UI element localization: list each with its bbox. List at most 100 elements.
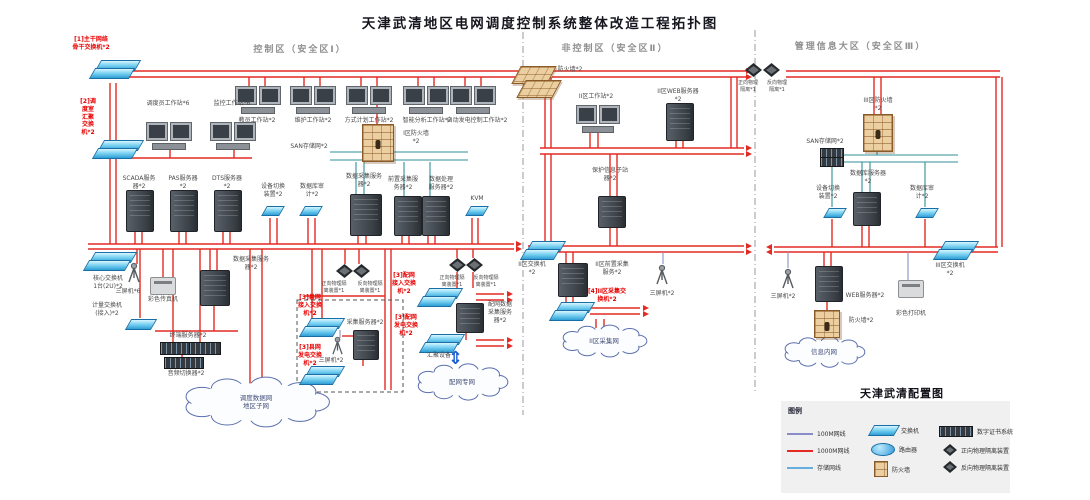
agc-workstation-icon <box>450 84 496 114</box>
device-label: 计量交换机 (接入)*2 <box>91 302 122 317</box>
county-power-switch-icon <box>298 366 346 385</box>
arrowhead <box>507 297 513 303</box>
arrowhead <box>746 145 752 151</box>
device-label: [3]县网 接入交换 机*2 <box>297 294 322 317</box>
device-label: II区WEB服务器 *2 <box>657 88 699 103</box>
dts-server-icon <box>214 190 242 232</box>
intranet-firewall-icon <box>814 310 840 338</box>
arrowhead <box>507 343 513 349</box>
terminal-server-a-icon <box>160 342 190 355</box>
zone1-firewall-icon <box>362 124 394 162</box>
svg-text:信息内网: 信息内网 <box>811 347 837 356</box>
device-label: II区交换机 *2 <box>518 261 546 276</box>
device-label: 自动发电控制工作站*2 <box>446 117 508 124</box>
device-label: 三屏机*2 <box>770 293 796 300</box>
device-label: 数据处理 服务器*2 <box>428 176 454 191</box>
device-label: II区工作站*2 <box>578 93 614 100</box>
forward-isolation-icon <box>943 444 957 456</box>
device-label: 正向物理隔 离装置*1 <box>439 275 465 288</box>
device-label: [3]配网 接入交换 机*2 <box>391 272 416 295</box>
arrowhead <box>766 244 772 250</box>
device-label: 数据采集服务 器*2 <box>345 173 382 188</box>
network-cloud: 配网专网 <box>417 363 509 401</box>
metering-switch-icon <box>124 318 158 330</box>
zone-title: 控制区（安全区Ⅰ） <box>253 45 347 55</box>
device-label: 正向物理隔 离装置*1 <box>321 281 347 294</box>
device-label: 反向物理隔 离装置*1 <box>473 275 499 288</box>
kvm-switch-1-icon <box>261 205 285 217</box>
device-label: II区前置采集 服务*2 <box>595 261 629 276</box>
zone2-switch-icon <box>519 241 567 260</box>
zone2-workstation-icon <box>576 103 620 133</box>
trainer-workstation-icon <box>235 84 281 114</box>
legend-panel: 图例 100M网线 1000M网线 存储网线 交换机 路由器 防火墙 数字证书系… <box>781 401 1013 493</box>
data-process-server-icon <box>422 196 450 236</box>
arrowhead <box>746 243 752 249</box>
device-label: DTS服务器 *2 <box>211 175 243 190</box>
legend-item-label: 交换机 <box>901 428 920 435</box>
front-end-server-icon <box>394 196 422 236</box>
device-label: 三屏机*6 <box>115 288 141 295</box>
reverse-isolation-3-icon <box>763 63 780 77</box>
svg-text:配网专网: 配网专网 <box>449 377 475 386</box>
diagram-title: 天津武清地区电网调度控制系统整体改造工程拓扑图 <box>361 16 719 32</box>
device-label: 维护工作站*2 <box>294 117 332 124</box>
legend-item-label: 100M网线 <box>817 431 846 438</box>
line-1000m-icon <box>787 449 813 452</box>
device-label: 采集服务器*2 <box>346 319 384 326</box>
legend-item-1000m: 1000M网线 <box>787 446 849 455</box>
device-label: 彩色打印机 <box>895 310 926 317</box>
zone3-switch-icon <box>932 241 980 260</box>
device-label: SAN存储网*2 <box>806 138 844 145</box>
legend-key-label: 图例 <box>788 407 802 415</box>
aggregation-switch-icon <box>91 140 145 160</box>
terminal-server-b-icon <box>189 342 221 355</box>
three-screen-terminal-2-icon <box>330 336 345 356</box>
router-icon <box>871 443 895 456</box>
legend-item-label: 路由器 <box>899 447 918 454</box>
device-label: 数据库审 计*2 <box>909 185 934 200</box>
device-label: III区交换机 *2 <box>935 262 965 277</box>
device-label: 正向物理 隔离*1 <box>737 80 758 93</box>
three-screen-terminal-1-icon <box>126 262 142 284</box>
device-label: 监控工作站*6 <box>213 100 251 107</box>
arrowhead <box>516 246 522 252</box>
legend-item-label: 1000M网线 <box>817 448 850 455</box>
device-label: 设备切换 装置*2 <box>260 183 285 198</box>
device-label: III区防火墙 *2 <box>863 97 893 112</box>
device-label: SAN存储网*2 <box>290 143 328 150</box>
device-label: [3]县网 发电交换 机*2 <box>297 344 322 367</box>
device-label: WEB服务器*2 <box>845 292 885 299</box>
legend-item-label: 反向物理隔离装置 <box>961 464 1010 472</box>
legend-item-label: 防火墙 <box>892 466 911 474</box>
device-label: [2]调 度室 汇聚 交换 机*2 <box>80 98 96 137</box>
county-collect-server-icon <box>353 330 379 360</box>
kvm-switch-3-icon <box>823 207 847 219</box>
device-label: 反向物理 隔离*1 <box>766 80 787 93</box>
arrowhead <box>516 241 522 247</box>
color-printer-icon <box>898 280 924 298</box>
device-label: 防火墙*2 <box>848 317 874 324</box>
database-server-icon <box>853 192 881 226</box>
device-label: 终端服务器*2 <box>169 332 207 339</box>
web-server-icon <box>815 266 843 302</box>
audio-switch-unit-icon <box>164 357 204 369</box>
svg-text:II区采集网: II区采集网 <box>589 336 619 345</box>
device-label: KVM <box>470 195 484 202</box>
device-label: [4]II区采集交 换机*2 <box>587 288 627 303</box>
device-label: 汇聚设备 <box>426 352 451 359</box>
device-label: 三屏机*2 <box>649 290 675 297</box>
legend-item-forward-isolation: 正向物理隔离装置 <box>943 444 1009 456</box>
reverse-isolation-icon <box>943 461 957 473</box>
line-storage-icon <box>787 466 813 469</box>
zone2-collect-switch-icon <box>548 302 596 321</box>
arrowhead <box>746 74 752 80</box>
legend-item-label: 正向物理隔离装置 <box>961 447 1010 455</box>
device-label: 设备切换 装置*2 <box>815 185 840 200</box>
protection-substation-server-icon <box>598 196 626 228</box>
zone-title: 管理信息大区（安全区Ⅲ） <box>794 42 927 52</box>
db-audit-device-2-icon <box>915 207 939 219</box>
data-collect-server-icon <box>350 194 382 236</box>
legend-item-switch: 交换机 <box>867 425 920 436</box>
